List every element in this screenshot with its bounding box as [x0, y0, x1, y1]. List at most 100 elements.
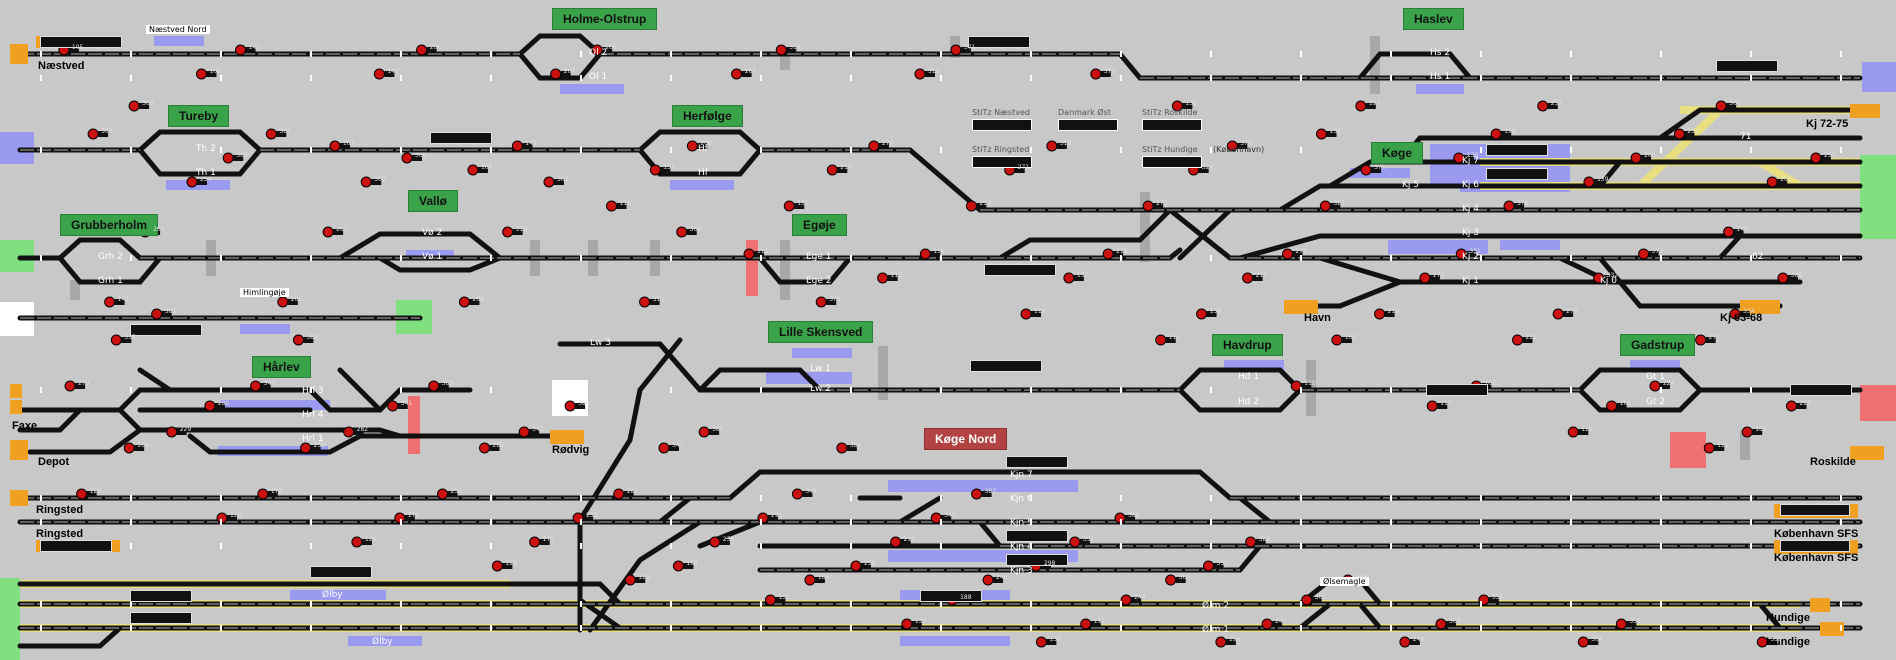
- track-kj-3[interactable]: Kj 3: [1462, 228, 1479, 238]
- signal-306[interactable]: [1715, 100, 1727, 112]
- signal-222[interactable]: [1512, 334, 1524, 346]
- signal-123[interactable]: [76, 488, 88, 500]
- track-kjn-5[interactable]: Kjn 5: [1010, 518, 1033, 528]
- track-hd-1[interactable]: Hd 1: [1238, 372, 1260, 382]
- signal-192[interactable]: [1080, 618, 1092, 630]
- signal-132[interactable]: [901, 618, 913, 630]
- track-hrl-4[interactable]: Hrl 4: [302, 410, 324, 420]
- signal-139[interactable]: [1583, 176, 1595, 188]
- track-kjn-3[interactable]: Kjn 3: [1010, 566, 1033, 576]
- signal-113[interactable]: [1020, 308, 1032, 320]
- signal-137[interactable]: [1316, 128, 1328, 140]
- signal-311[interactable]: [639, 296, 651, 308]
- signal-158[interactable]: [1196, 308, 1208, 320]
- station-grubberholm[interactable]: Grubberholm: [60, 214, 159, 236]
- signal-143[interactable]: [235, 44, 247, 56]
- signal-279[interactable]: [64, 380, 76, 392]
- track-th-2[interactable]: Th 2: [196, 144, 216, 154]
- station-gadstrup[interactable]: Gadstrup: [1620, 334, 1696, 356]
- signal-295[interactable]: [890, 536, 902, 548]
- track-grh-1[interactable]: Grh 1: [98, 276, 123, 286]
- signal-272[interactable]: [1142, 200, 1154, 212]
- signal-335[interactable]: [110, 334, 122, 346]
- station-lille-skensved[interactable]: Lille Skensved: [768, 321, 874, 343]
- stitz-ringsted[interactable]: StiTz Ringsted: [972, 145, 1032, 168]
- signal-157[interactable]: [1063, 272, 1075, 284]
- track-vo-1[interactable]: Vø 1: [422, 252, 443, 262]
- signal-270[interactable]: [868, 140, 880, 152]
- signal-115[interactable]: [1290, 380, 1302, 392]
- signal-111[interactable]: [743, 248, 755, 260]
- track-hs-1[interactable]: Hs 1: [1430, 72, 1451, 82]
- track-71[interactable]: 71: [1740, 132, 1752, 142]
- signal-309[interactable]: [360, 176, 372, 188]
- signal-126[interactable]: [351, 536, 363, 548]
- signal-375[interactable]: [1360, 164, 1372, 176]
- signal-169[interactable]: [123, 442, 135, 454]
- signal-156[interactable]: [919, 248, 931, 260]
- signal-140[interactable]: [1723, 226, 1735, 238]
- signal-263[interactable]: [322, 226, 334, 238]
- track-hd-2[interactable]: Hd 2: [1238, 397, 1260, 407]
- signal-347[interactable]: [658, 442, 670, 454]
- station-herfolge[interactable]: Herfølge: [672, 105, 743, 127]
- signal-382[interactable]: [292, 334, 304, 346]
- signal-112[interactable]: [877, 272, 889, 284]
- signal-316[interactable]: [775, 44, 787, 56]
- signal-341[interactable]: [387, 400, 399, 412]
- station-havdrup[interactable]: Havdrup: [1212, 334, 1283, 356]
- signal-213[interactable]: [965, 200, 977, 212]
- signal-276[interactable]: [1552, 308, 1564, 320]
- track-ege-1[interactable]: Ege 1: [806, 252, 832, 262]
- signal-253[interactable]: [1810, 152, 1822, 164]
- track-hrl-1[interactable]: Hrl 1: [302, 434, 324, 444]
- signal-383[interactable]: [428, 380, 440, 392]
- signal-381[interactable]: [151, 308, 163, 320]
- track-kj-1[interactable]: Kj 1: [1462, 276, 1479, 286]
- signal-385[interactable]: [698, 426, 710, 438]
- signal-164[interactable]: [1606, 400, 1618, 412]
- station-holme-olstrup[interactable]: Holme-Olstrup: [552, 8, 658, 30]
- track-lw-1[interactable]: Lw 1: [810, 364, 831, 374]
- track-hrl-3[interactable]: Hrl 3: [302, 386, 324, 396]
- stitz-danmark-ost[interactable]: Danmark Øst: [1058, 108, 1118, 131]
- signal-317[interactable]: [914, 68, 926, 80]
- station-vallo[interactable]: Vallø: [408, 190, 459, 212]
- signal-273[interactable]: [1281, 248, 1293, 260]
- track-kj-7[interactable]: Kj 7: [1462, 156, 1479, 166]
- signal-351[interactable]: [1069, 536, 1081, 548]
- signal-386[interactable]: [836, 442, 848, 454]
- track-grh-2[interactable]: Grh 2: [98, 252, 123, 262]
- track-olm-1[interactable]: Ølm 1: [1202, 625, 1229, 635]
- signal-248[interactable]: [1399, 636, 1411, 648]
- track-gt-1[interactable]: Gt 1: [1646, 372, 1666, 382]
- signal-147[interactable]: [373, 68, 385, 80]
- signal-300[interactable]: [1165, 574, 1177, 586]
- signal-365[interactable]: [401, 152, 413, 164]
- signal-301[interactable]: [1301, 594, 1313, 606]
- signal-389[interactable]: [1245, 536, 1257, 548]
- track-ol-1[interactable]: Ol 1: [589, 72, 608, 82]
- signal-215[interactable]: [1102, 248, 1114, 260]
- signal-304[interactable]: [1577, 636, 1589, 648]
- signal-200[interactable]: [1630, 152, 1642, 164]
- signal-303[interactable]: [1435, 618, 1447, 630]
- track-hs-2[interactable]: Hs 2: [1430, 48, 1451, 58]
- signal-106[interactable]: [195, 68, 207, 80]
- track-hf-bottom[interactable]: Hf: [698, 168, 708, 178]
- track-62[interactable]: 62: [1752, 252, 1764, 262]
- signal-372[interactable]: [1090, 68, 1102, 80]
- signal-108[interactable]: [467, 164, 479, 176]
- signal-291[interactable]: [757, 512, 769, 524]
- track-lw-2[interactable]: Lw 2: [810, 384, 831, 394]
- signal-356[interactable]: [1615, 618, 1627, 630]
- signal-175[interactable]: [529, 536, 541, 548]
- signal-232[interactable]: [437, 488, 449, 500]
- signal-264[interactable]: [458, 296, 470, 308]
- signal-308[interactable]: [222, 152, 234, 164]
- signal-225[interactable]: [1786, 400, 1798, 412]
- signal-229[interactable]: [166, 426, 178, 438]
- signal-184[interactable]: [672, 560, 684, 572]
- signal-360[interactable]: [128, 100, 140, 112]
- signal-134[interactable]: [1035, 636, 1047, 648]
